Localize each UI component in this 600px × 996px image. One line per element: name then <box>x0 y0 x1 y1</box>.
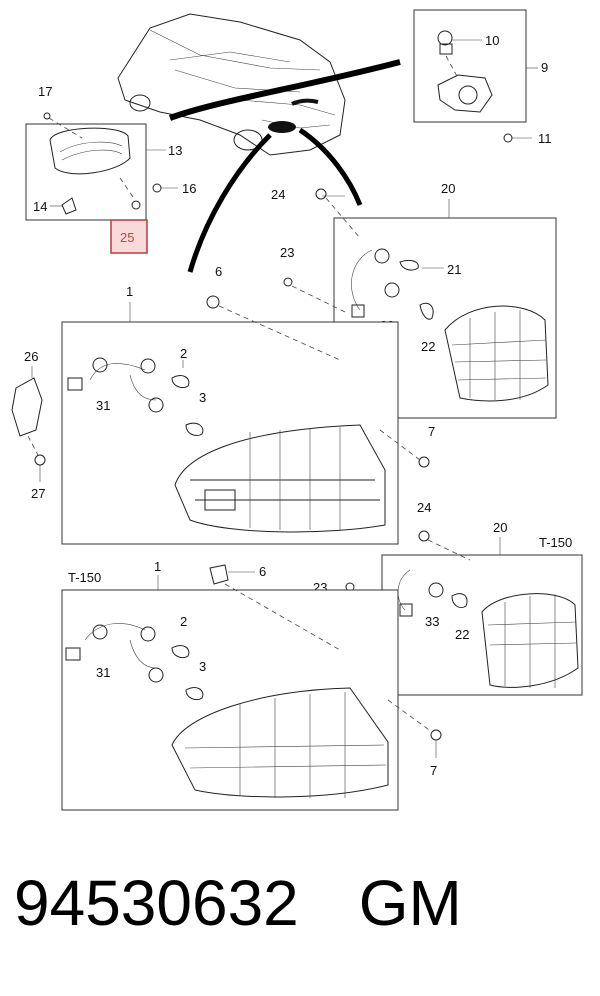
part-number-footer: 94530632 GM <box>14 866 594 956</box>
part-number: 94530632 <box>14 867 299 939</box>
highlight-box-25 <box>110 219 148 254</box>
callout-22-upper: 22 <box>421 339 435 354</box>
callout-25: 25 <box>120 230 134 245</box>
callout-13: 13 <box>168 143 182 158</box>
callout-26: 26 <box>24 349 38 364</box>
callout-10: 10 <box>485 33 499 48</box>
callout-2-upper: 2 <box>180 346 187 361</box>
bracket-group-26 <box>11 366 46 482</box>
callout-14: 14 <box>33 199 47 214</box>
variant-label-left: T-150 <box>68 570 101 585</box>
bulb-socket-group-9 <box>413 9 538 143</box>
brand-name: GM <box>358 867 462 939</box>
callout-24-upper: 24 <box>271 187 285 202</box>
callout-23-upper: 23 <box>280 245 294 260</box>
leader-arc-left <box>187 133 272 273</box>
callout-20-lower: 20 <box>493 520 507 535</box>
callout-27: 27 <box>31 486 45 501</box>
callout-6-upper: 6 <box>215 264 222 279</box>
high-mount-stop-lamp-group-13 <box>25 112 178 221</box>
callout-17: 17 <box>38 84 52 99</box>
callout-7-lower: 7 <box>430 763 437 778</box>
callout-6-lower: 6 <box>259 564 266 579</box>
tail-lamp-outer-group-20-lower <box>345 530 583 696</box>
callout-22-lower: 22 <box>455 627 469 642</box>
callout-11: 11 <box>538 131 552 146</box>
tail-lamp-main-group-1-lower <box>61 564 442 811</box>
callout-3-upper: 3 <box>199 390 206 405</box>
leader-arc-top <box>168 59 401 121</box>
callout-31-lower: 31 <box>96 665 110 680</box>
callout-16: 16 <box>182 181 196 196</box>
rear-lamp-location-mark <box>268 121 296 133</box>
leader-arc-right <box>298 127 363 206</box>
variant-label-right: T-150 <box>539 535 572 550</box>
callout-2-lower: 2 <box>180 614 187 629</box>
callout-9: 9 <box>541 60 548 75</box>
callout-33-lower: 33 <box>425 614 439 629</box>
callout-21: 21 <box>447 262 461 277</box>
callout-1-upper: 1 <box>126 284 133 299</box>
tail-lamp-main-group-1-upper <box>61 295 430 545</box>
callout-20-upper: 20 <box>441 181 455 196</box>
callout-3-lower: 3 <box>199 659 206 674</box>
callout-7-upper: 7 <box>428 424 435 439</box>
callout-24-lower: 24 <box>417 500 431 515</box>
callout-31-upper: 31 <box>96 398 110 413</box>
callout-1-lower: 1 <box>154 559 161 574</box>
